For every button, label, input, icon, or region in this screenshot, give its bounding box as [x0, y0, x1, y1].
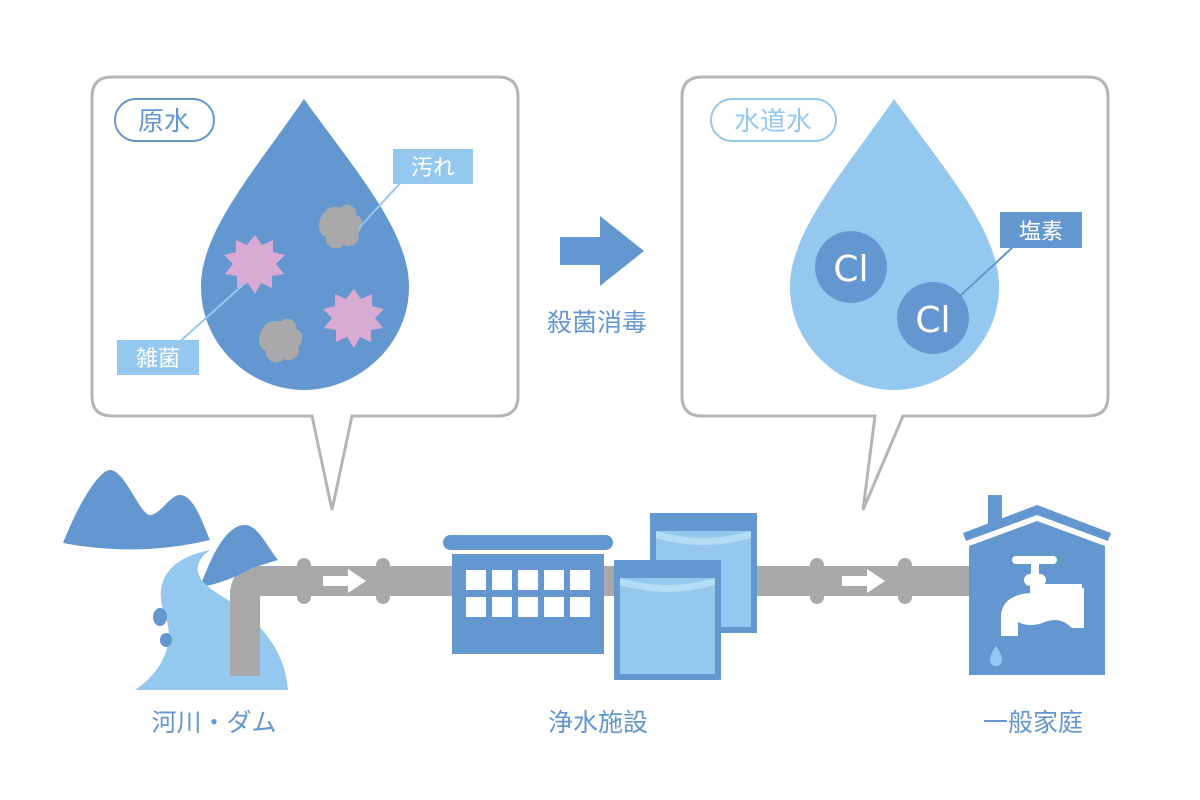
stage-label-treatment-facility: 浄水施設	[548, 708, 648, 737]
dirt-particle-icon	[259, 318, 303, 363]
tank-surface	[656, 531, 751, 545]
chlorine-molecule-icon	[815, 231, 887, 303]
faucet-icon	[1001, 556, 1084, 636]
pipe-joint	[376, 558, 390, 604]
disinfection-label: 殺菌消毒	[547, 308, 647, 337]
dirt-label: 汚れ	[411, 156, 455, 181]
house-roof	[963, 505, 1111, 541]
raw-water-title: 原水	[138, 107, 190, 137]
bacteria-icon	[323, 289, 384, 348]
pipe-joint	[297, 558, 311, 604]
pipe-joint	[898, 558, 912, 604]
title-pill	[710, 98, 837, 142]
intake-pipe	[230, 596, 260, 676]
flow-arrow-icon	[323, 569, 366, 593]
bacteria-leader-line	[175, 283, 245, 346]
bacteria-label-box	[117, 340, 199, 375]
rock-icon	[153, 608, 167, 626]
bacteria-icon	[224, 235, 285, 294]
chlorine-molecule-icon	[897, 282, 969, 354]
flow-arrow-icon	[842, 569, 885, 593]
pipe-joint	[810, 558, 824, 604]
stage-label-household: 一般家庭	[983, 708, 1083, 737]
household-illustration	[963, 495, 1111, 675]
raw-water-panel: 原水 汚れ 雑菌	[90, 75, 520, 511]
disinfection-step: 殺菌消毒	[547, 216, 647, 337]
water-drop-icon	[990, 646, 1002, 666]
building-roof	[443, 535, 613, 550]
mountain-icon	[63, 470, 210, 550]
stage-label-river-dam: 河川・ダム	[151, 708, 276, 737]
chimney	[988, 495, 1002, 525]
molecule-label: Cl	[833, 249, 868, 290]
river-dam-illustration	[63, 470, 288, 690]
dirt-label-box	[393, 149, 473, 184]
arrow-right-icon	[560, 216, 644, 286]
bacteria-label: 雑菌	[136, 347, 180, 372]
pipeline	[230, 558, 980, 676]
dirt-leader-line	[357, 178, 405, 230]
rock-icon	[160, 633, 172, 647]
chlorine-leader-line	[959, 245, 1015, 297]
tank-surface	[620, 578, 715, 592]
treatment-facility-illustration	[443, 513, 757, 680]
chlorine-label: 塩素	[1019, 220, 1063, 245]
tap-water-panel: 水道水 Cl Cl 塩素	[680, 75, 1110, 511]
building-windows	[466, 570, 590, 617]
chlorine-label-box	[1000, 212, 1082, 248]
tap-water-title: 水道水	[734, 107, 812, 137]
title-pill	[114, 98, 215, 142]
molecule-label: Cl	[915, 300, 950, 341]
tank-water	[620, 578, 715, 674]
dirt-particle-icon	[319, 204, 363, 249]
mountain-icon	[200, 525, 278, 587]
